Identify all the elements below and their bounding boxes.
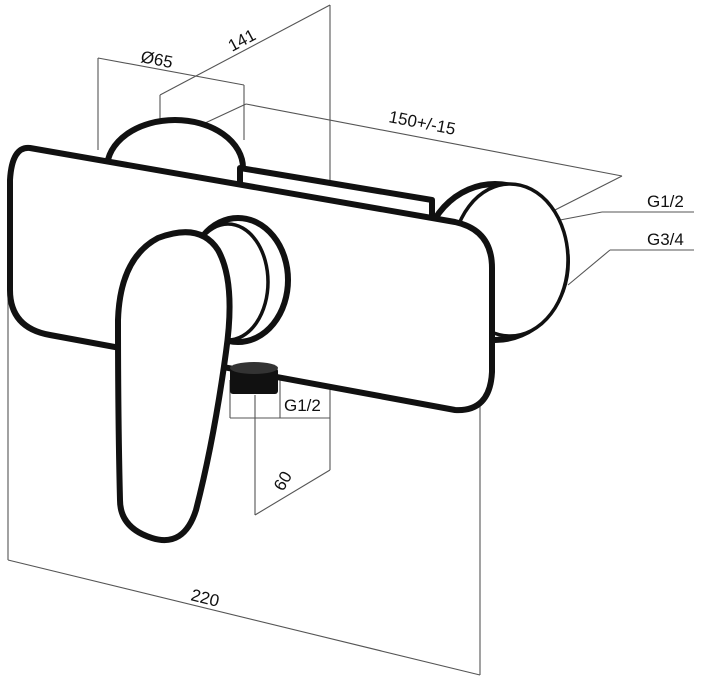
inlet-thread-label: G1/2 — [647, 192, 684, 211]
outlet-offset-label: 60 — [270, 468, 296, 494]
depth-label: 141 — [225, 25, 259, 55]
outlet-nipple — [230, 362, 278, 394]
center-distance-label: 150+/-15 — [387, 107, 457, 139]
total-width-label: 220 — [189, 585, 221, 610]
diameter-label: Ø65 — [139, 47, 174, 72]
lever-handle — [115, 229, 233, 544]
outlet-thread-label: G1/2 — [284, 396, 321, 415]
eccentric-thread-label: G3/4 — [647, 230, 684, 249]
